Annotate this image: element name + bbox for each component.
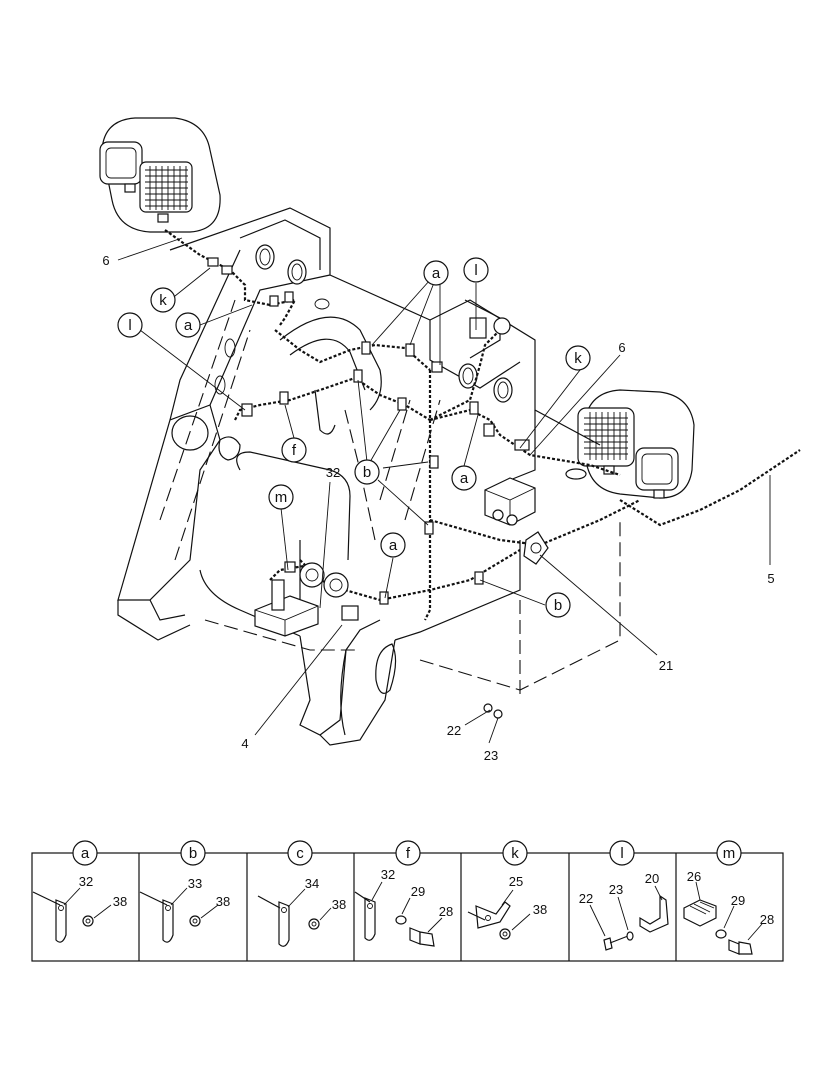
loader-frame [117,207,601,746]
svg-text:a: a [389,537,398,554]
svg-text:k: k [159,292,167,309]
legend-cell-m: m 26 29 28 [683,840,774,955]
svg-text:28: 28 [439,904,453,919]
work-light-left [99,117,221,233]
svg-text:33: 33 [188,876,202,891]
svg-text:a: a [432,265,441,282]
label-22: 22 [447,723,461,738]
svg-text:l: l [128,317,131,334]
frame-assembly [99,117,801,746]
legend-cell-b: b 33 38 [139,840,230,943]
callout-m: m [268,484,294,510]
label-32: 32 [326,465,340,480]
svg-text:m: m [723,845,736,862]
svg-text:32: 32 [381,867,395,882]
svg-text:f: f [406,845,411,862]
svg-text:l: l [620,845,623,862]
svg-text:k: k [574,350,582,367]
svg-text:38: 38 [332,897,346,912]
svg-text:m: m [275,489,288,506]
svg-text:23: 23 [609,882,623,897]
svg-text:38: 38 [533,902,547,917]
detail-legend-table: a 32 38 b 33 38 c [31,840,784,962]
wiring-harness [164,229,801,621]
callout-f: f [281,437,307,463]
svg-text:k: k [511,845,519,862]
part-number-labels: 6 6 32 5 21 4 22 23 [102,253,774,763]
callout-l2: l [463,257,489,283]
legend-cell-a: a 32 38 [32,840,127,943]
callout-b2: b [545,592,571,618]
callout-l1: l [117,312,143,338]
svg-text:22: 22 [579,891,593,906]
svg-text:29: 29 [411,884,425,899]
callout-a2: a [423,260,449,286]
harness-clamps [207,257,530,621]
callout-a1: a [175,312,201,338]
work-light-right [577,389,695,499]
svg-text:b: b [554,597,562,614]
svg-text:25: 25 [509,874,523,889]
callout-b1: b [354,459,380,485]
callout-a4: a [380,532,406,558]
label-6-right: 6 [618,340,625,355]
svg-text:b: b [363,464,371,481]
svg-text:a: a [81,845,90,862]
legend-cell-c: c 34 38 [257,840,346,947]
callout-k1: k [150,287,176,313]
svg-text:26: 26 [687,869,701,884]
svg-text:a: a [460,470,469,487]
label-21: 21 [659,658,673,673]
label-23: 23 [484,748,498,763]
legend-cell-f: f 32 29 28 [354,840,453,947]
callout-a3: a [451,465,477,491]
svg-text:38: 38 [113,894,127,909]
svg-text:f: f [292,442,297,459]
label-6-left: 6 [102,253,109,268]
svg-text:32: 32 [79,874,93,889]
label-4: 4 [241,736,248,751]
svg-text:34: 34 [305,876,319,891]
horn-assembly [218,436,587,719]
callout-k2: k [565,345,591,371]
legend-cell-l: l 22 23 20 [579,840,669,951]
svg-text:28: 28 [760,912,774,927]
svg-text:29: 29 [731,893,745,908]
legend-cell-k: k 25 38 [467,840,547,940]
leader-lines [117,237,771,744]
svg-text:c: c [296,845,304,862]
svg-text:a: a [184,317,193,334]
svg-text:20: 20 [645,871,659,886]
label-5: 5 [767,571,774,586]
relay-box [484,477,549,565]
svg-text:38: 38 [216,894,230,909]
svg-text:l: l [474,262,477,279]
svg-text:b: b [189,845,197,862]
